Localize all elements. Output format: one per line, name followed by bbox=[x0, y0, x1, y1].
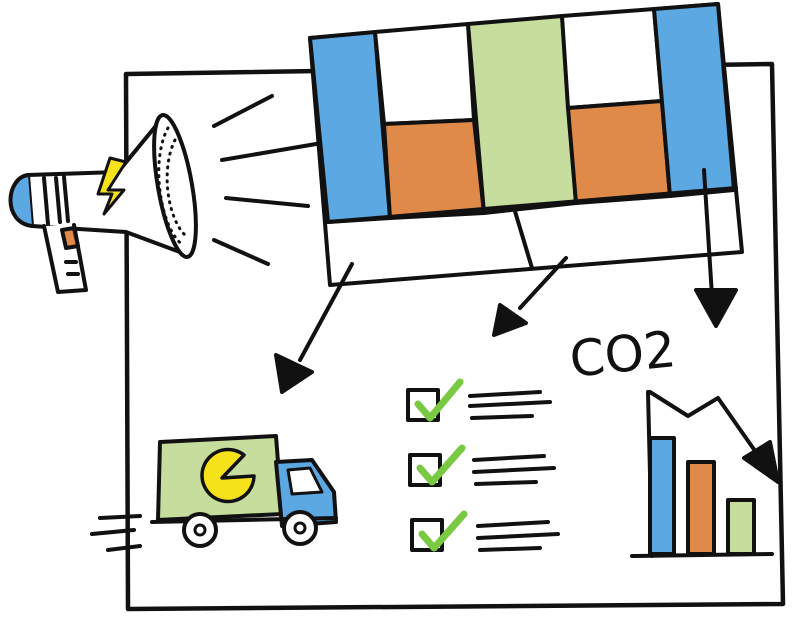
arrow-icon bbox=[274, 262, 354, 394]
delivery-truck-icon bbox=[90, 434, 338, 552]
checklist bbox=[406, 388, 560, 552]
pie-chart-icon bbox=[200, 447, 256, 504]
board-column-4-bottom bbox=[566, 99, 672, 205]
checkmark-icon bbox=[418, 510, 468, 552]
checkmark-icon bbox=[416, 444, 466, 486]
bar-chart-icon bbox=[630, 390, 774, 558]
arrow-icon bbox=[492, 256, 568, 337]
megaphone-icon bbox=[8, 94, 318, 294]
board-column-4-top bbox=[560, 7, 664, 110]
checkmark-icon bbox=[414, 378, 464, 422]
board-column-2-top bbox=[373, 22, 476, 126]
arrow-icon bbox=[694, 168, 738, 328]
board-column-2-bottom bbox=[382, 118, 486, 220]
data-board bbox=[308, 2, 744, 287]
board-column-5 bbox=[652, 2, 736, 198]
trend-arrow-icon bbox=[648, 390, 780, 484]
board-column-3 bbox=[466, 14, 578, 215]
